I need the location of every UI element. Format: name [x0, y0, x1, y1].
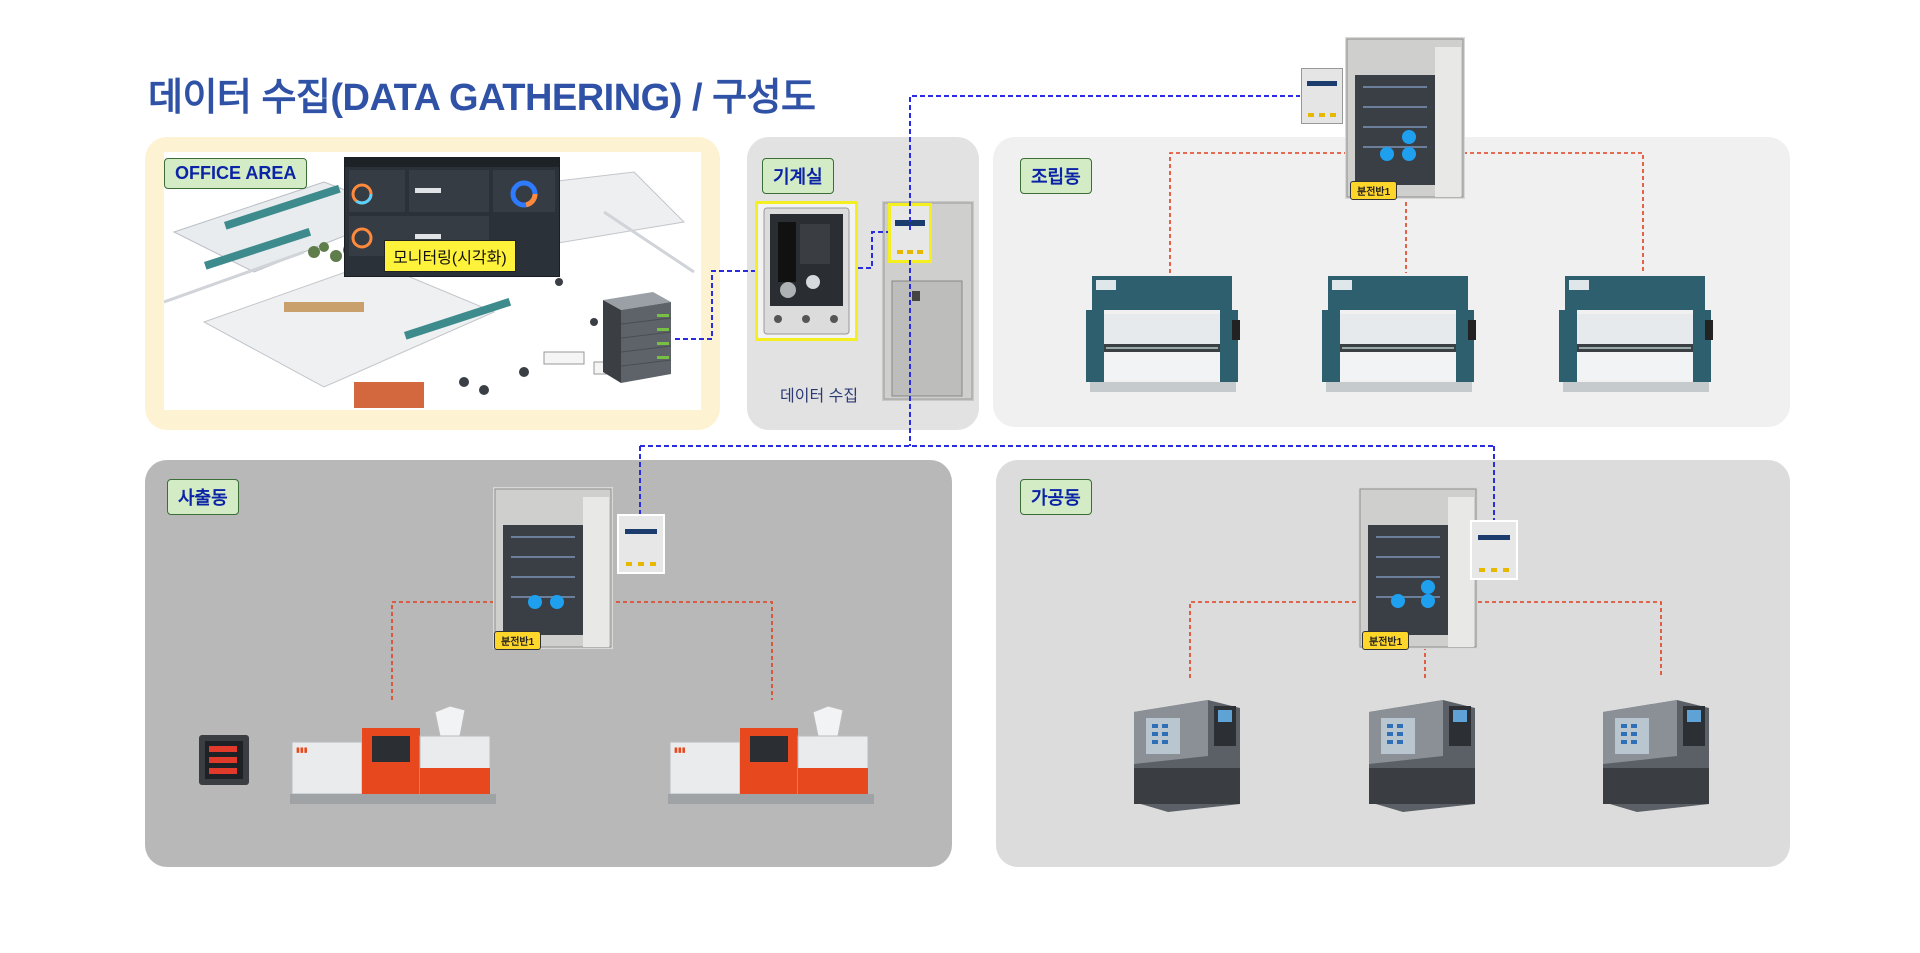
office-area-tag: OFFICE AREA [164, 158, 308, 189]
machine-room-caption: 데이터 수집 [780, 388, 859, 405]
distribution-panel-injection [493, 487, 613, 649]
cnc-lathe-2 [1363, 686, 1481, 814]
monitoring-label: 모니터링(시각화) [384, 240, 516, 272]
distribution-panel-machining [1358, 487, 1478, 649]
server-icon [593, 290, 673, 385]
cnc-lathe-3 [1597, 686, 1715, 814]
injection-machine-2: ▮▮▮ [668, 705, 878, 806]
panel-label-machining: 분전반1 [1362, 631, 1410, 650]
machining-tag: 가공동 [1020, 479, 1092, 515]
panel-label-injection: 분전반1 [494, 631, 542, 650]
power-meter-icon [197, 733, 253, 787]
injection-machine-1: ▮▮▮ [290, 705, 500, 806]
cnc-lathe-1 [1128, 686, 1246, 814]
data-logger-device-image [888, 203, 932, 263]
logger-injection [617, 514, 665, 574]
monitoring-dashboard-screenshot [344, 157, 560, 277]
injection-tag: 사출동 [167, 479, 239, 515]
gateway-enclosure-image [755, 201, 858, 341]
distribution-panel-assembly [1345, 37, 1465, 199]
assembly-tag: 조립동 [1020, 158, 1092, 194]
press-brake-2 [1318, 272, 1478, 397]
machine-room-tag: 기계실 [762, 158, 834, 194]
press-brake-3 [1555, 272, 1715, 397]
logger-assembly [1301, 68, 1343, 124]
svg-text:▮▮▮: ▮▮▮ [296, 747, 308, 754]
press-brake-1 [1082, 272, 1242, 397]
panel-label-assembly: 분전반1 [1350, 181, 1398, 200]
logger-machining [1470, 520, 1518, 580]
svg-text:▮▮▮: ▮▮▮ [674, 747, 686, 754]
page-title: 데이터 수집(DATA GATHERING) / 구성도 [148, 77, 816, 119]
